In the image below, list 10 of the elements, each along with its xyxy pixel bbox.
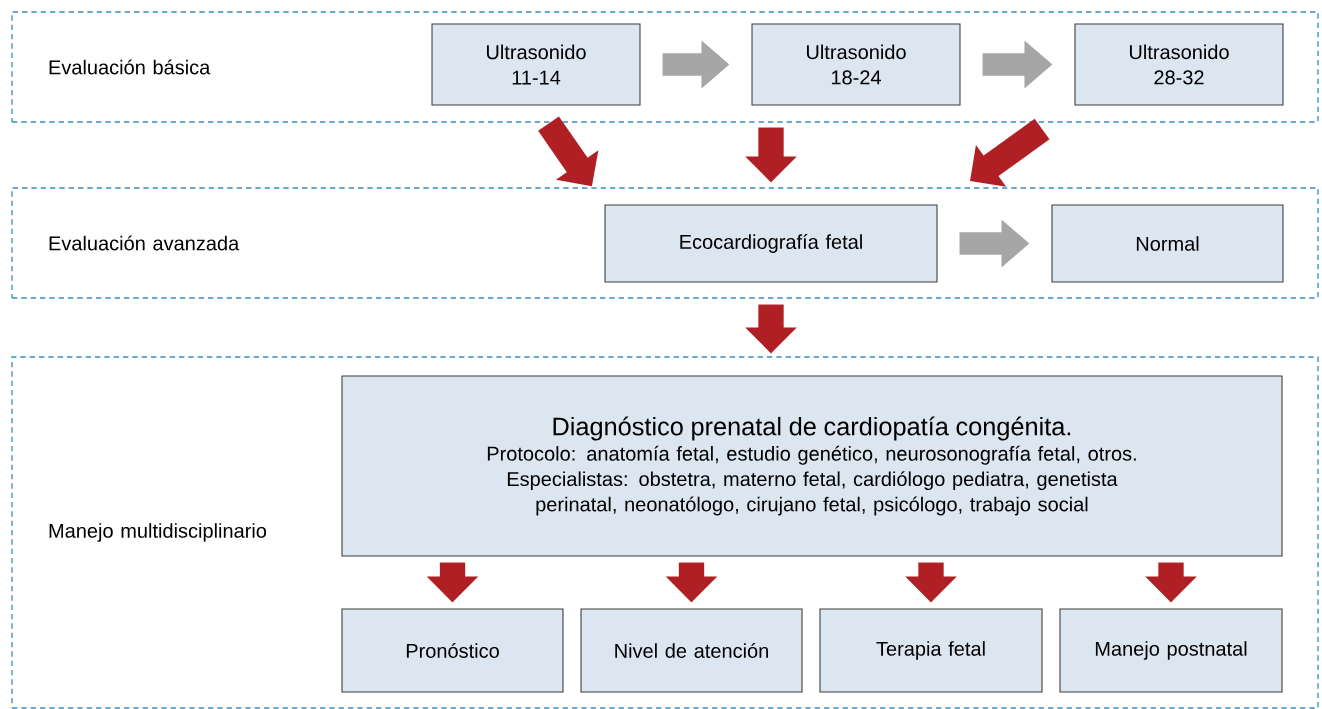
process-box: Ultrasonido 28-32 <box>1074 23 1284 106</box>
process-box: Ultrasonido 11-14 <box>431 23 641 106</box>
process-box: Manejo postnatal <box>1059 608 1283 693</box>
process-box: Nivel de atención <box>580 608 803 693</box>
process-box: Normal <box>1051 204 1284 283</box>
process-box: Terapia fetal <box>819 608 1043 693</box>
process-box: Pronóstico <box>341 608 564 693</box>
process-box: Ecocardiografía fetal <box>604 204 938 283</box>
diagnosis-box: Diagnóstico prenatal de cardiopatía congénita. Protocolo: anatomía fetal, estudio genético, neurosonografía fetal, otros. Especialistas: obstetra, materno fetal, cardiólogo pediatra, genetista perinatal, neonatólogo, cirujano fetal, psicólogo, trabajo social <box>341 375 1283 557</box>
process-box: Ultrasonido 18-24 <box>751 23 961 106</box>
